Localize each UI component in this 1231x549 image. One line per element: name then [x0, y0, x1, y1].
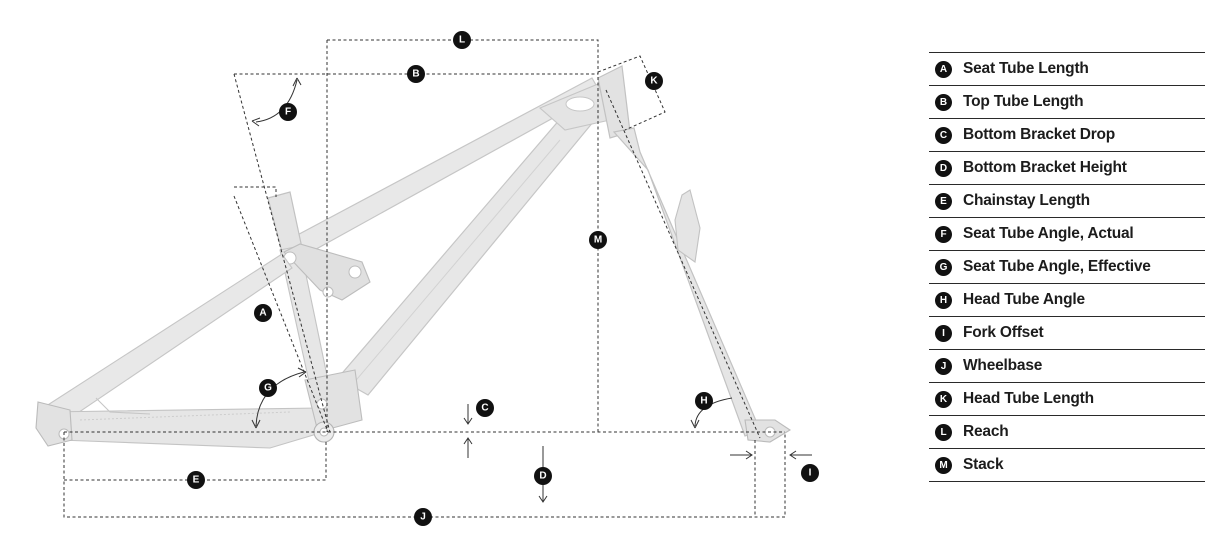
legend-item-f: F Seat Tube Angle, Actual: [929, 218, 1205, 251]
svg-text:H: H: [700, 396, 707, 407]
marker-G: G: [259, 379, 277, 397]
legend-badge: J: [935, 357, 952, 375]
legend-item-k: K Head Tube Length: [929, 383, 1205, 416]
marker-E: E: [187, 471, 205, 489]
marker-J: J: [414, 508, 432, 526]
legend-item-i: I Fork Offset: [929, 317, 1205, 350]
marker-C: C: [476, 399, 494, 417]
marker-A: A: [254, 304, 272, 322]
marker-H: H: [695, 392, 713, 410]
legend-item-h: H Head Tube Angle: [929, 284, 1205, 317]
svg-text:A: A: [259, 308, 266, 319]
legend-item-g: G Seat Tube Angle, Effective: [929, 251, 1205, 284]
bike-frame-illustration: [35, 65, 792, 449]
svg-text:B: B: [412, 69, 419, 80]
svg-text:C: C: [481, 403, 488, 414]
legend-item-j: J Wheelbase: [929, 350, 1205, 383]
legend-label: Bottom Bracket Height: [963, 159, 1127, 176]
legend-badge: E: [935, 192, 952, 210]
legend-badge: B: [935, 93, 952, 111]
svg-text:M: M: [594, 235, 602, 246]
legend-item-e: E Chainstay Length: [929, 185, 1205, 218]
legend-item-a: A Seat Tube Length: [929, 53, 1205, 86]
marker-D: D: [534, 467, 552, 485]
marker-K: K: [645, 72, 663, 90]
legend-item-c: C Bottom Bracket Drop: [929, 119, 1205, 152]
legend-item-l: L Reach: [929, 416, 1205, 449]
marker-L: L: [453, 31, 471, 49]
legend-badge: G: [935, 258, 952, 276]
legend-badge: F: [935, 225, 952, 243]
legend-item-b: B Top Tube Length: [929, 86, 1205, 119]
legend-label: Reach: [963, 423, 1009, 440]
legend-badge: H: [935, 291, 952, 309]
legend-badge: K: [935, 390, 952, 408]
legend-label: Seat Tube Angle, Actual: [963, 225, 1134, 242]
legend-badge: D: [935, 159, 952, 177]
legend-label: Bottom Bracket Drop: [963, 126, 1116, 143]
svg-text:L: L: [459, 35, 465, 46]
legend-badge: C: [935, 126, 952, 144]
svg-text:G: G: [264, 383, 272, 394]
legend-badge: A: [935, 60, 952, 78]
marker-M: M: [589, 231, 607, 249]
svg-text:D: D: [539, 471, 546, 482]
legend-label: Wheelbase: [963, 357, 1043, 374]
svg-text:F: F: [285, 107, 291, 118]
legend-label: Seat Tube Length: [963, 60, 1089, 77]
legend-label: Fork Offset: [963, 324, 1044, 341]
legend-badge: L: [935, 423, 952, 441]
legend-badge: M: [935, 456, 952, 474]
legend-badge: I: [935, 324, 952, 342]
geometry-diagram: L B K F M A G C H I D E J: [35, 31, 819, 526]
legend-item-d: D Bottom Bracket Height: [929, 152, 1205, 185]
marker-B: B: [407, 65, 425, 83]
svg-text:I: I: [809, 468, 812, 479]
svg-text:K: K: [650, 76, 658, 87]
legend-label: Seat Tube Angle, Effective: [963, 258, 1151, 275]
svg-text:J: J: [420, 512, 426, 523]
legend-label: Head Tube Length: [963, 390, 1094, 407]
legend-item-m: M Stack: [929, 449, 1205, 482]
legend-label: Stack: [963, 456, 1004, 473]
svg-text:E: E: [193, 475, 200, 486]
legend-label: Chainstay Length: [963, 192, 1090, 209]
marker-I: I: [801, 464, 819, 482]
marker-F: F: [279, 103, 297, 121]
legend-label: Head Tube Angle: [963, 291, 1085, 308]
legend-label: Top Tube Length: [963, 93, 1084, 110]
